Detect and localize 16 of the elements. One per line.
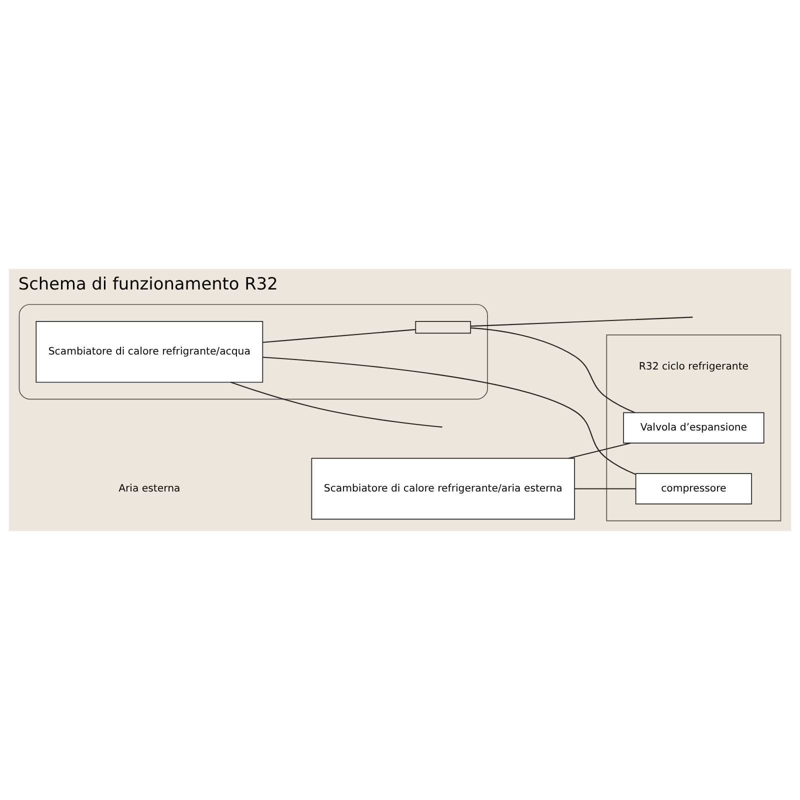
node-box: Scambiatore di calore refrigerante/aria esterna: [311, 458, 575, 520]
label: Aria esterna: [118, 483, 180, 494]
label: R32 ciclo refrigerante: [638, 362, 749, 373]
connector: [568, 442, 631, 459]
connector: [262, 356, 636, 475]
connector: [574, 488, 636, 490]
node-box: Valvola d’espansione: [623, 412, 764, 444]
node-box: [415, 320, 471, 334]
node-box: compressore: [635, 473, 752, 504]
connector: [262, 329, 416, 343]
connector: [470, 316, 693, 327]
node-box: Scambiatore di calore refrigrante/acqua: [36, 320, 264, 383]
cluster: [606, 334, 782, 522]
connector: [470, 327, 636, 414]
cluster: [18, 304, 488, 400]
diagram-title: Schema di funzionamento R32: [18, 273, 278, 294]
